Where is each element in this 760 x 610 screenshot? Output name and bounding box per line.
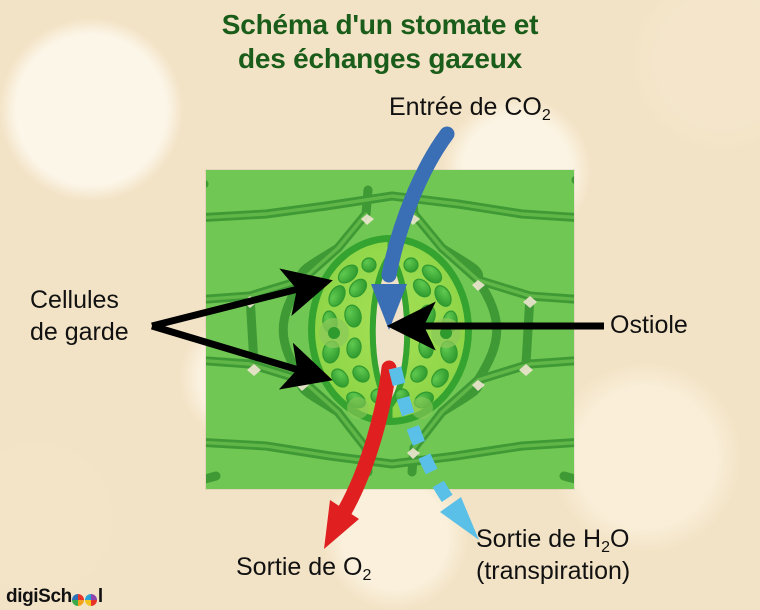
label-guard-cells-line-2: de garde	[30, 318, 129, 346]
guard-cells-pointer	[150, 268, 333, 390]
co2-arrow	[371, 126, 455, 330]
label-guard-cells-line-1: Cellules	[30, 286, 119, 314]
o2-arrow	[324, 360, 397, 549]
label-h2o-line-2: (transpiration)	[476, 556, 631, 585]
label-ostiole: Ostiole	[610, 311, 688, 339]
logo-text-prefix: digiSch	[6, 586, 72, 607]
digischool-logo: digiSch l	[6, 586, 103, 608]
logo-color-wheel-icon	[71, 593, 98, 607]
label-h2o-text-b: O	[609, 525, 630, 553]
label-h2o-line-1: Sortie de H2O	[476, 524, 630, 556]
label-o2-subscript: 2	[362, 567, 372, 584]
label-co2-text: Entrée de CO	[389, 93, 542, 121]
logo-text-suffix: l	[97, 586, 103, 607]
label-h2o: Sortie de H2O (transpiration)	[476, 524, 630, 587]
title-line-2: des échanges gazeux	[237, 43, 523, 75]
page-title: Schéma d'un stomate et des échanges gaze…	[0, 8, 760, 76]
label-co2-subscript: 2	[541, 107, 551, 124]
label-co2: Entrée de CO2	[389, 92, 551, 124]
label-h2o-subscript: 2	[601, 539, 610, 556]
label-guard-cells: Cellules de garde	[30, 284, 129, 348]
label-o2-text: Sortie de O	[236, 553, 363, 581]
h2o-arrow	[388, 366, 479, 540]
label-h2o-text-a: Sortie de H	[476, 525, 602, 553]
label-o2: Sortie de O2	[236, 552, 372, 584]
title-line-1: Schéma d'un stomate et	[221, 9, 539, 40]
